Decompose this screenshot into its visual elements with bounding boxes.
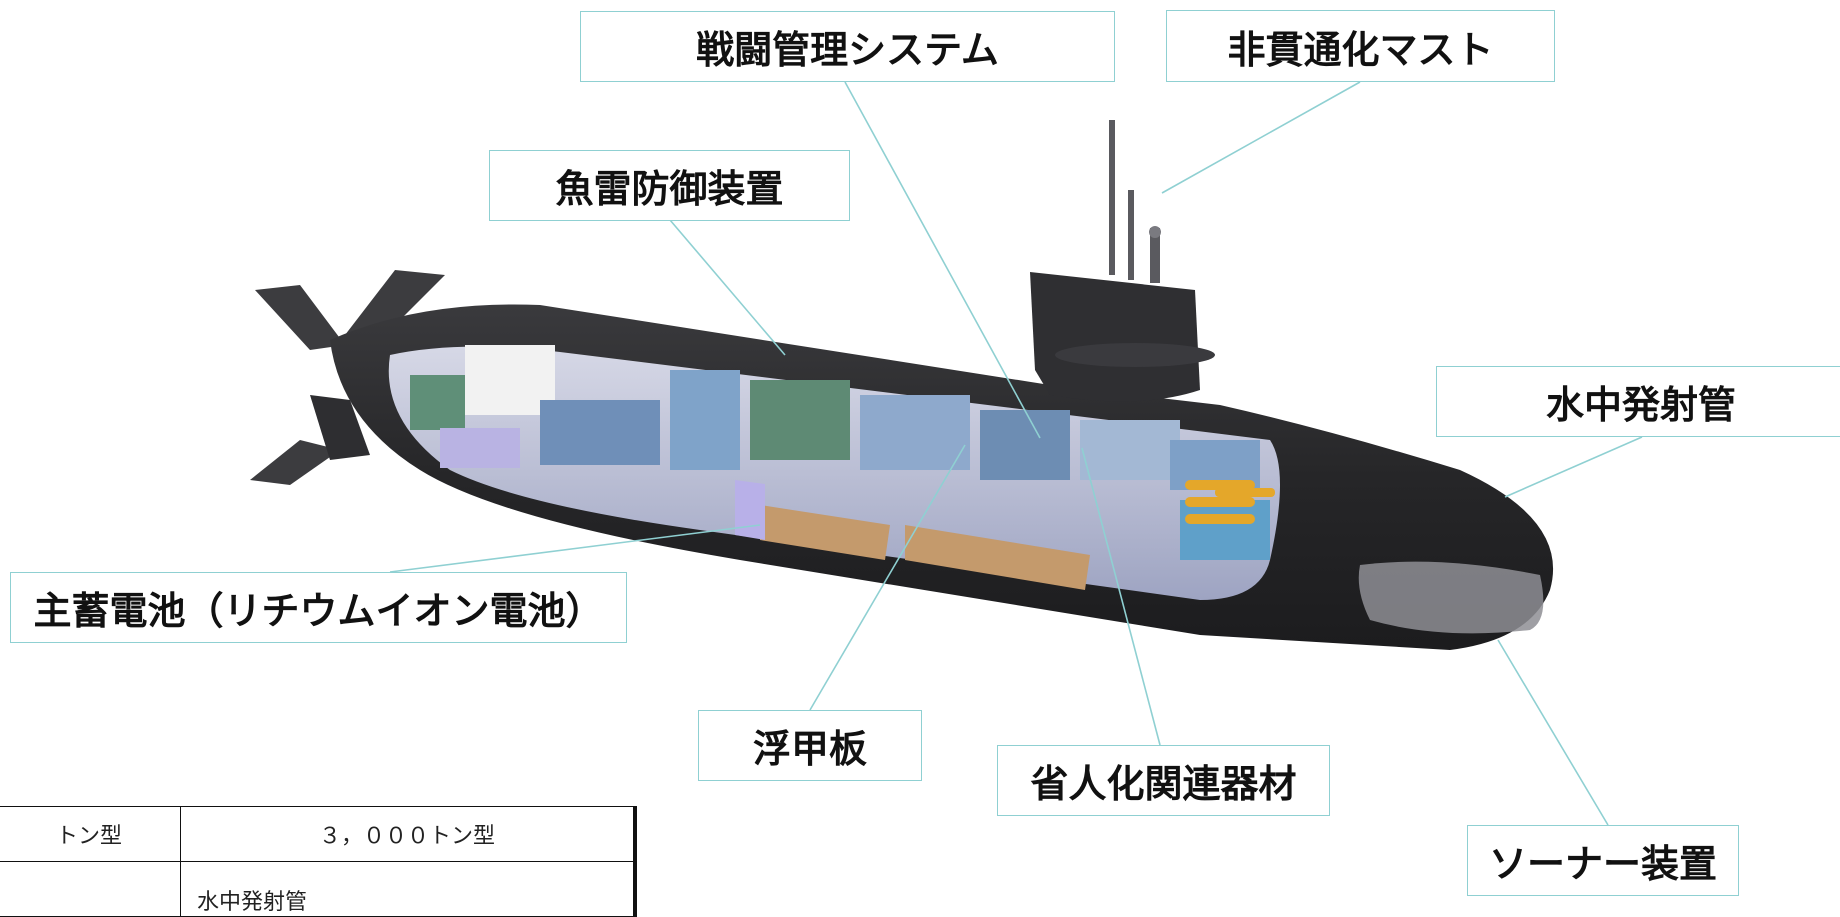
upper-rudder: [255, 285, 345, 350]
label-torpedo-defense: 魚雷防御装置: [489, 150, 850, 221]
leader-lines: [389, 81, 1643, 826]
mast-2: [1128, 190, 1134, 280]
lower-fin: [250, 440, 340, 485]
sonar-window: [1358, 561, 1544, 634]
label-underwater-launch-tubes: 水中発射管: [1436, 366, 1840, 437]
table-cell-header-left: トン型: [0, 806, 181, 862]
label-non-penetrating-mast: 非貫通化マスト: [1166, 10, 1555, 82]
lower-rudder: [310, 395, 370, 460]
submarine-cutaway: [250, 81, 1643, 826]
label-main-battery: 主蓄電池（リチウムイオン電池）: [10, 572, 627, 643]
battery-bank-1: [760, 505, 890, 560]
battery-bank-2: [905, 525, 1090, 590]
spec-table: トン型 ３，０００トン型 水中発射管: [0, 806, 637, 917]
torpedoes: [1185, 480, 1275, 524]
table-cell-header-right: ３，０００トン型: [180, 806, 637, 862]
label-combat-management-system: 戦闘管理システム: [580, 11, 1115, 82]
table-row: 水中発射管: [0, 861, 637, 917]
sail-plane: [1055, 343, 1215, 367]
sail: [1030, 272, 1200, 402]
mast-3: [1150, 228, 1160, 283]
table-cell-row2-right: 水中発射管: [180, 861, 637, 917]
mast-head: [1149, 226, 1161, 238]
table-cell-row2-left: [0, 861, 181, 917]
table-row: トン型 ３，０００トン型: [0, 806, 637, 862]
mast-1: [1109, 120, 1115, 275]
label-labor-saving-equipment: 省人化関連器材: [997, 745, 1330, 816]
label-sonar-system: ソーナー装置: [1467, 825, 1739, 896]
upper-fin: [345, 270, 445, 340]
label-floating-deck: 浮甲板: [698, 710, 922, 781]
